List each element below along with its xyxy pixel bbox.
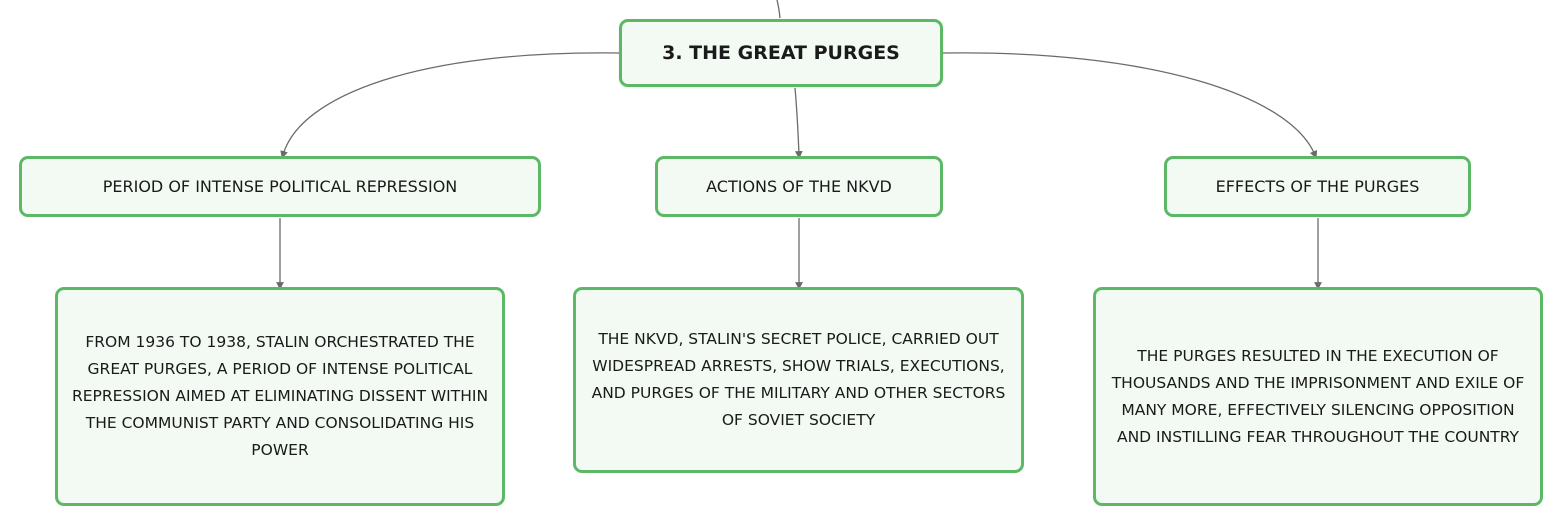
detail-node-effects[interactable]: THE PURGES RESULTED IN THE EXECUTION OF … <box>1093 287 1543 506</box>
branch-node-repression[interactable]: PERIOD OF INTENSE POLITICAL REPRESSION <box>19 156 541 217</box>
detail-node-text: FROM 1936 TO 1938, STALIN ORCHESTRATED T… <box>71 333 489 459</box>
detail-node-text: THE PURGES RESULTED IN THE EXECUTION OF … <box>1111 346 1525 446</box>
branch-node-effects[interactable]: EFFECTS OF THE PURGES <box>1164 156 1471 217</box>
detail-node-nkvd[interactable]: THE NKVD, STALIN'S SECRET POLICE, CARRIE… <box>573 287 1024 473</box>
connector-root-to-branch-1 <box>280 52 621 159</box>
branch-node-nkvd[interactable]: ACTIONS OF THE NKVD <box>655 156 943 217</box>
root-node-label: 3. THE GREAT PURGES <box>662 42 900 64</box>
branch-node-label: EFFECTS OF THE PURGES <box>1215 177 1420 196</box>
branch-node-label: ACTIONS OF THE NKVD <box>706 177 892 196</box>
detail-node-text: THE NKVD, STALIN'S SECRET POLICE, CARRIE… <box>591 330 1006 429</box>
root-node[interactable]: 3. THE GREAT PURGES <box>619 19 943 87</box>
connector-root-to-branch-2 <box>794 87 803 159</box>
detail-node-repression[interactable]: FROM 1936 TO 1938, STALIN ORCHESTRATED T… <box>55 287 505 506</box>
connector-root-to-branch-3 <box>942 52 1318 159</box>
branch-node-label: PERIOD OF INTENSE POLITICAL REPRESSION <box>102 177 458 196</box>
incoming-connector <box>776 0 781 19</box>
